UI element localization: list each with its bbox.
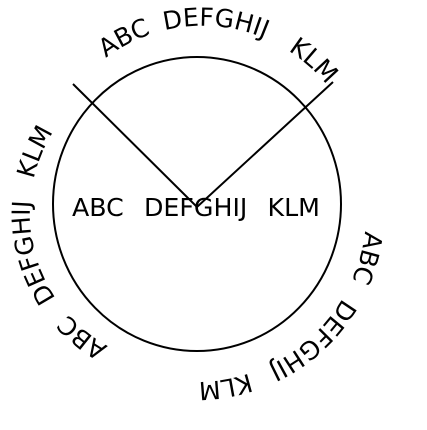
bottom-arc-label-defghij: DEFGHIJ <box>265 295 362 387</box>
top-arc-label: ABC DEFGHIJ KLM <box>93 3 344 89</box>
bottom-arc-label: ABC DEFGHIJ KLM <box>198 230 388 405</box>
top-arc-label-abc: ABC <box>93 13 153 63</box>
v-lines <box>72 81 334 209</box>
center-label-defghij: DEFGHIJ <box>144 193 247 222</box>
center-label-abc: ABC <box>72 193 124 222</box>
left-arc-label-klm: KLM <box>11 121 58 181</box>
center-label-klm: KLM <box>268 193 320 222</box>
outer-circle <box>52 56 342 352</box>
bottom-arc-label-abc: ABC <box>346 230 388 289</box>
center-label: ABC DEFGHIJ KLM <box>72 193 320 222</box>
left-arc-label-abc: ABC <box>52 310 111 366</box>
top-arc-label-klm: KLM <box>285 32 344 89</box>
bottom-arc-label-klm: KLM <box>198 368 256 405</box>
top-arc-label-defghij: DEFGHIJ <box>160 3 273 44</box>
